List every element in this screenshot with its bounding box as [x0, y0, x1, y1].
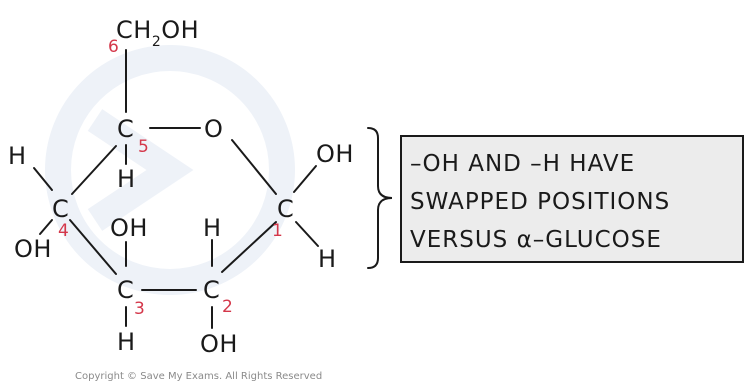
atom-h-c5: H — [117, 165, 136, 193]
atom-oh-c4: OH — [14, 235, 52, 263]
carbon-number-5: 5 — [138, 137, 149, 157]
atom-c3: C — [117, 276, 134, 304]
carbon-number-6: 6 — [108, 37, 119, 57]
curly-brace — [367, 127, 393, 269]
atom-c1: C — [277, 195, 294, 223]
copyright-notice: Copyright © Save My Exams. All Rights Re… — [75, 371, 322, 382]
atom-h-c3: H — [117, 328, 136, 356]
bond-c2-c1 — [221, 221, 277, 273]
atom-oh-c3: OH — [110, 214, 148, 242]
bond-c5-c4 — [71, 145, 117, 195]
atom-h-c1: H — [318, 245, 337, 273]
atom-h-c4: H — [8, 142, 27, 170]
carbon-numbers: 6 5 4 3 2 1 — [58, 37, 283, 319]
carbon-number-4: 4 — [58, 221, 69, 241]
atom-ch2oh: CH2OH — [116, 16, 199, 50]
atom-h-c2: H — [203, 214, 222, 242]
carbon-number-2: 2 — [222, 297, 233, 317]
bond-o-c1 — [231, 139, 277, 195]
bond-c4-c3 — [69, 219, 117, 275]
carbon-number-1: 1 — [272, 221, 283, 241]
atom-c4: C — [52, 195, 69, 223]
atom-c5: C — [117, 115, 134, 143]
bond-c4-h — [33, 167, 53, 191]
note-box: –OH AND –H HAVE SWAPPED POSITIONS VERSUS… — [400, 135, 744, 263]
atom-oh-c1: OH — [316, 140, 354, 168]
bond-c1-oh — [293, 165, 317, 193]
atom-c2: C — [203, 276, 220, 304]
carbon-number-3: 3 — [134, 299, 145, 319]
bond-c1-h — [295, 221, 319, 247]
note-line-3: VERSUS α–GLUCOSE — [410, 227, 662, 253]
bond-c4-oh — [39, 219, 53, 235]
atom-ring-oxygen: O — [204, 115, 223, 143]
note-line-1: –OH AND –H HAVE — [410, 151, 635, 177]
bonds — [33, 49, 319, 329]
atom-labels: CH2OH C O H H C OH OH C H H C OH C OH H — [8, 16, 354, 358]
note-line-2: SWAPPED POSITIONS — [410, 189, 670, 215]
atom-oh-c2: OH — [200, 330, 238, 358]
watermark-logo — [45, 45, 295, 295]
